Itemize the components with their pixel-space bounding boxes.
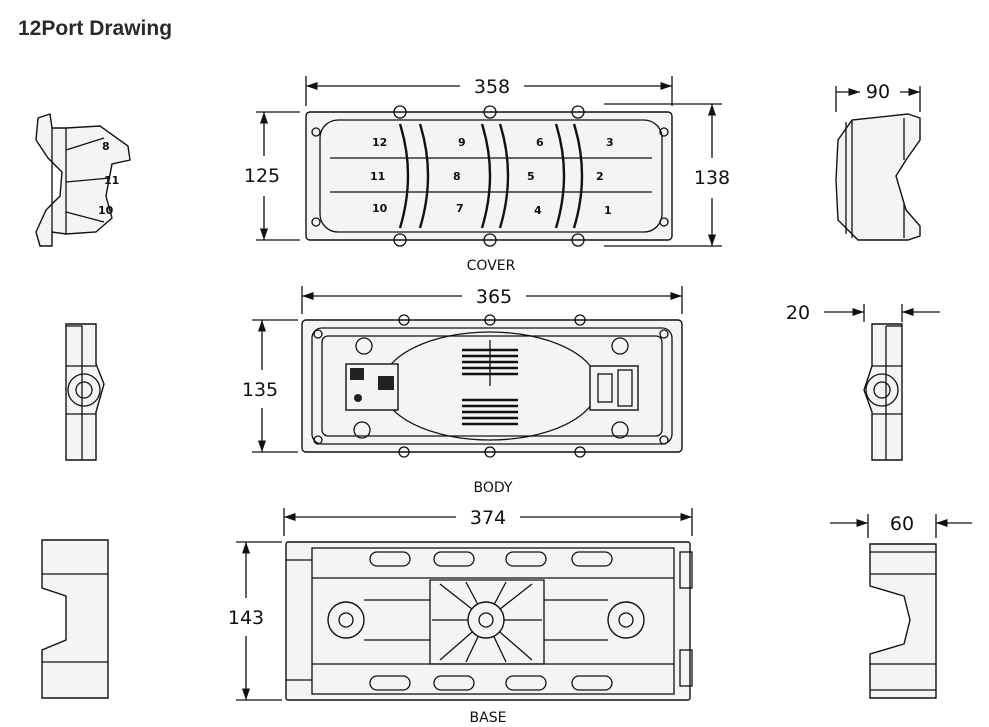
port-number-12: 12 xyxy=(372,136,387,149)
svg-text:8: 8 xyxy=(102,140,110,153)
base-height-dim: 143 xyxy=(228,607,264,629)
base-slots-bottom xyxy=(369,675,613,691)
body-top-view: 365 135 BODY xyxy=(242,286,683,496)
body-right-side-view: 20 xyxy=(786,302,940,461)
base-width-dim: 374 xyxy=(470,507,506,529)
base-label: BASE xyxy=(470,710,507,726)
cover-side-dim: 90 xyxy=(866,81,890,103)
cover-height-inner-dim: 125 xyxy=(244,165,280,187)
base-slots-top xyxy=(369,551,613,567)
body-label: BODY xyxy=(474,480,513,496)
body-left-side-view xyxy=(65,323,105,461)
base-right-side-view: 60 xyxy=(830,513,972,699)
page-title: 12Port Drawing xyxy=(18,17,173,40)
base-side-dim: 60 xyxy=(890,513,914,535)
body-side-dim: 20 xyxy=(786,302,810,324)
port-number-5: 5 xyxy=(527,170,535,183)
port-number-3: 3 xyxy=(606,136,614,149)
cover-left-side-view: 8 11 10 xyxy=(35,113,131,247)
body-height-dim: 135 xyxy=(242,379,278,401)
svg-text:10: 10 xyxy=(98,204,114,217)
port-number-4: 4 xyxy=(534,204,542,217)
base-left-side-view xyxy=(41,539,109,699)
port-number-1: 1 xyxy=(604,204,612,217)
port-number-10: 10 xyxy=(372,202,388,215)
port-number-7: 7 xyxy=(456,202,464,215)
port-number-6: 6 xyxy=(536,136,544,149)
svg-text:11: 11 xyxy=(104,174,119,187)
cover-right-side-view: 90 xyxy=(835,81,921,241)
body-width-dim: 365 xyxy=(476,286,512,308)
port-number-11: 11 xyxy=(370,170,385,183)
cover-height-outer-dim: 138 xyxy=(694,167,730,189)
port-number-2: 2 xyxy=(596,170,604,183)
fiber-tray-coils-bottom xyxy=(462,398,518,426)
cover-label: COVER xyxy=(467,258,516,274)
cover-width-dim: 358 xyxy=(474,76,510,98)
port-number-9: 9 xyxy=(458,136,466,149)
cover-top-view: 12 11 10 9 8 7 6 5 4 3 2 1 358 125 138 C… xyxy=(244,76,730,274)
port-number-8: 8 xyxy=(453,170,461,183)
base-top-view: 374 143 BASE xyxy=(228,507,693,726)
